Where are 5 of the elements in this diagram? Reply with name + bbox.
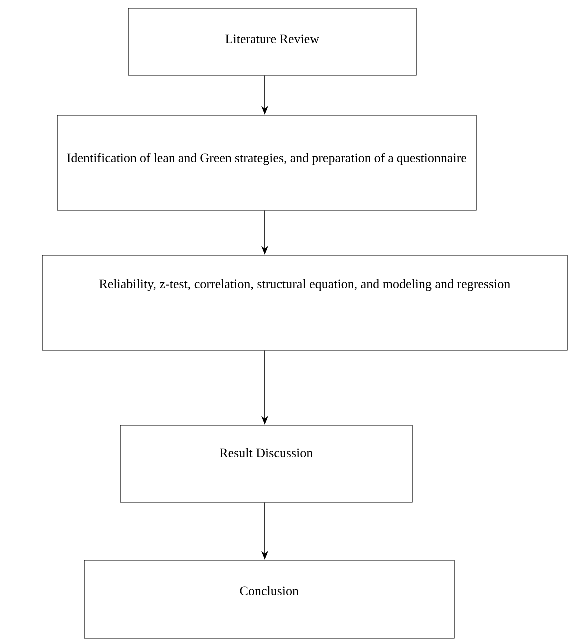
process-box: Literature Review xyxy=(128,8,417,76)
process-box: Reliability, z-test, correlation, structural equation, and modeling and regression xyxy=(42,255,568,351)
process-box: Result Discussion xyxy=(120,425,413,503)
process-box: Conclusion xyxy=(84,560,455,639)
process-box: Identification of lean and Green strategies, and preparation of a questionnaire xyxy=(57,115,477,211)
